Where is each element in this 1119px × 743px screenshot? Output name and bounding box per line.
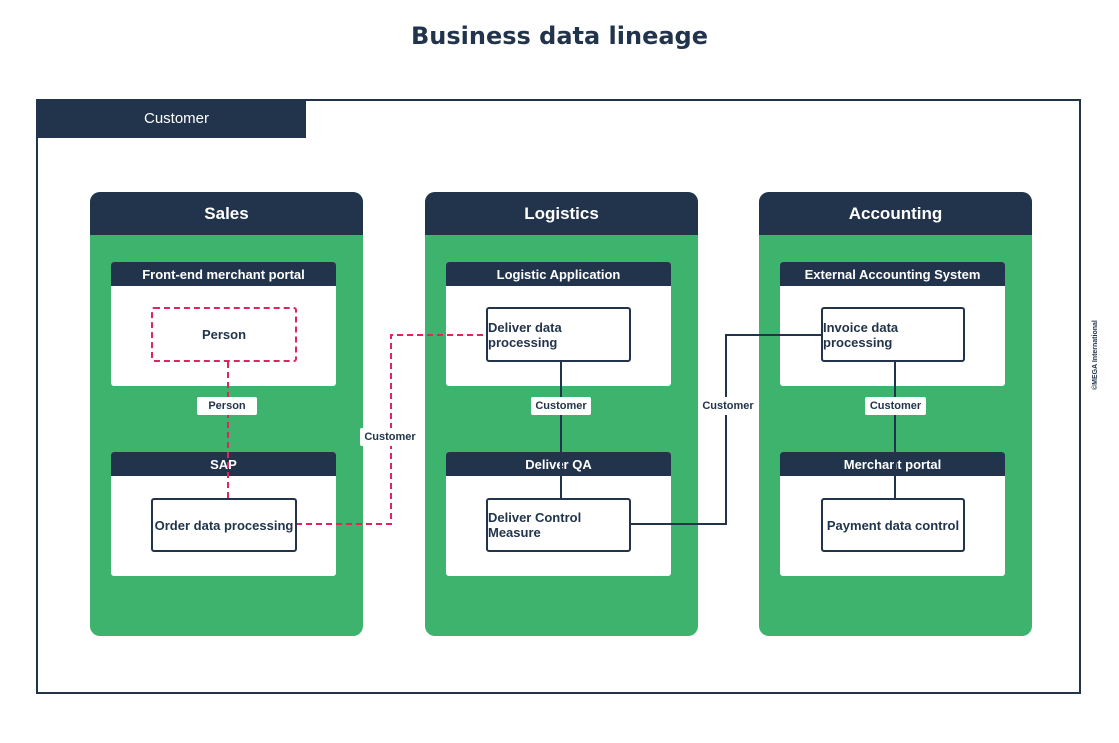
process-person[interactable]: Person bbox=[151, 307, 297, 362]
app-external-accounting-system-header: External Accounting System bbox=[780, 262, 1005, 286]
app-sap-header: SAP bbox=[111, 452, 336, 476]
lane-accounting-header: Accounting bbox=[759, 192, 1032, 235]
diagram-title: Business data lineage bbox=[410, 22, 709, 50]
app-logistic-application-header: Logistic Application bbox=[446, 262, 671, 286]
process-order-data-processing[interactable]: Order data processing bbox=[151, 498, 297, 552]
customer-container-tab: Customer bbox=[36, 99, 306, 138]
lane-logistics-header: Logistics bbox=[425, 192, 698, 235]
flow-tag-customer-logistics-accounting: Customer bbox=[698, 397, 758, 415]
flow-tag-customer-accounting: Customer bbox=[865, 397, 926, 415]
customer-container-label: Customer bbox=[144, 110, 210, 127]
app-front-end-merchant-portal-header: Front-end merchant portal bbox=[111, 262, 336, 286]
customer-container bbox=[36, 99, 1081, 694]
process-payment-data-control[interactable]: Payment data control bbox=[821, 498, 965, 552]
app-merchant-portal-header: Merchant portal bbox=[780, 452, 1005, 476]
flow-tag-person: Person bbox=[197, 397, 257, 415]
process-deliver-control-measure[interactable]: Deliver Control Measure bbox=[486, 498, 631, 552]
flow-tag-customer-sales-logistics: Customer bbox=[360, 428, 420, 446]
process-invoice-data-processing[interactable]: Invoice data processing bbox=[821, 307, 965, 362]
lane-sales-header: Sales bbox=[90, 192, 363, 235]
copyright-text: ©MEGA International bbox=[1092, 320, 1099, 390]
flow-tag-customer-logistics: Customer bbox=[531, 397, 591, 415]
process-deliver-data-processing[interactable]: Deliver data processing bbox=[486, 307, 631, 362]
app-deliver-qa-header: Deliver QA bbox=[446, 452, 671, 476]
